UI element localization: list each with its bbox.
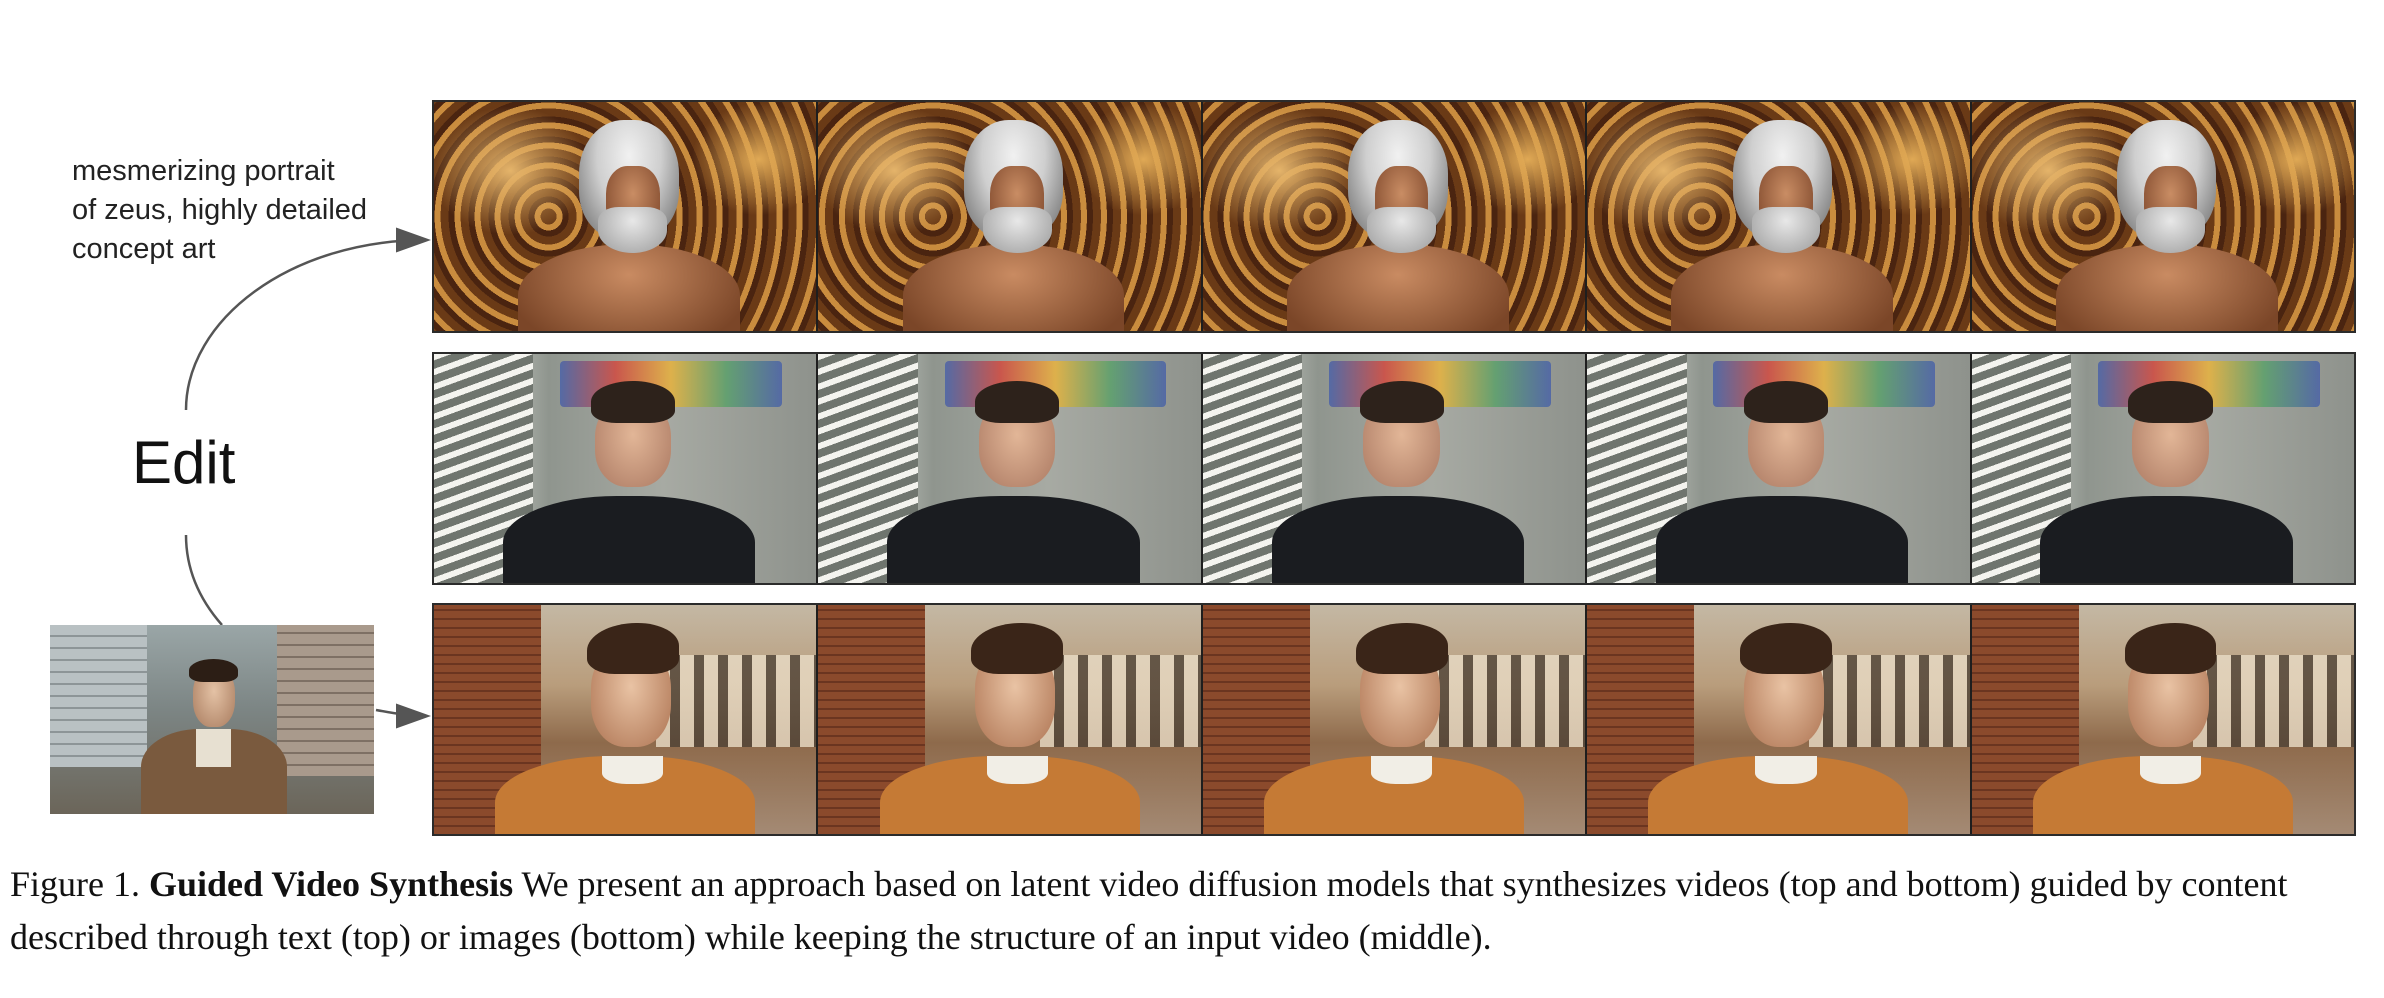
street-frame: [1202, 605, 1588, 834]
street-frame: [818, 605, 1203, 834]
caption-body: We present an approach based on latent v…: [10, 864, 2288, 957]
edit-label: Edit: [132, 429, 236, 496]
text-guided-strip: [432, 100, 2356, 333]
zeus-frame: [1202, 102, 1588, 331]
input-frame: [434, 354, 819, 583]
caption-label: Figure 1.: [10, 864, 140, 904]
input-frame: [1202, 354, 1588, 583]
caption-title: Guided Video Synthesis: [149, 864, 514, 904]
figure-caption: Figure 1. Guided Video Synthesis We pres…: [10, 858, 2374, 964]
street-frame: [1587, 605, 1972, 834]
zeus-frame: [1971, 102, 2354, 331]
zeus-frame: [434, 102, 819, 331]
input-frame: [818, 354, 1203, 583]
text-prompt: mesmerizing portrait of zeus, highly det…: [72, 155, 368, 265]
zeus-frame: [1587, 102, 1972, 331]
image-guided-strip: [432, 603, 2356, 836]
street-frame: [434, 605, 819, 834]
input-video-strip: [432, 352, 2356, 585]
input-frame: [1971, 354, 2354, 583]
arrow-to-top-row: [184, 227, 431, 411]
arrow-to-bottom-row: [375, 703, 431, 729]
curve-to-reference-image: [184, 534, 223, 626]
zeus-frame: [818, 102, 1203, 331]
reference-image: [50, 625, 374, 814]
street-frame: [1971, 605, 2354, 834]
input-frame: [1587, 354, 1972, 583]
